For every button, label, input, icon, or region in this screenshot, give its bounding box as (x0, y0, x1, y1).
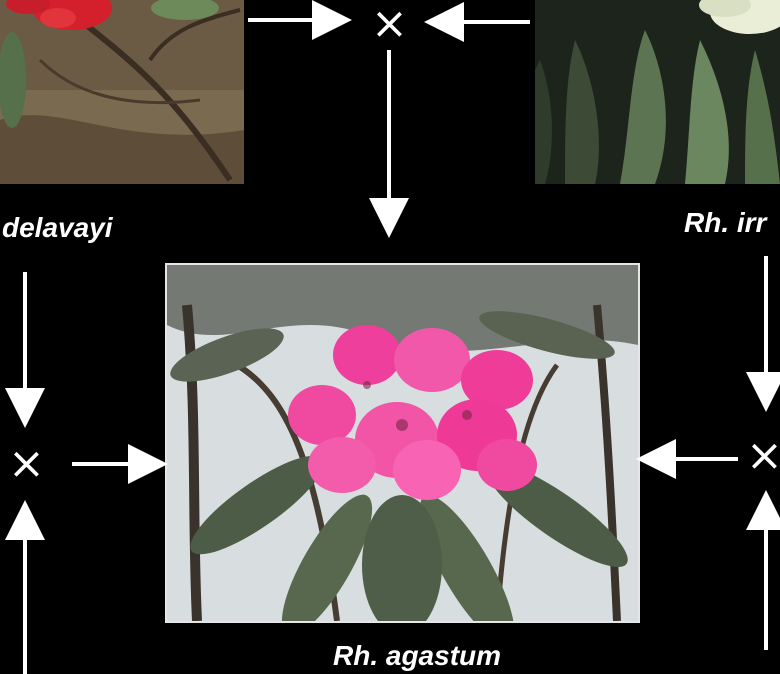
cross-symbol-left: × (8, 442, 45, 486)
label-left-parent: delavayi (2, 212, 113, 244)
cross-symbol-top: × (371, 2, 408, 46)
label-right-parent: Rh. irr (684, 207, 766, 239)
label-hybrid: Rh. agastum (333, 640, 501, 672)
cross-symbol-right: × (746, 434, 780, 478)
